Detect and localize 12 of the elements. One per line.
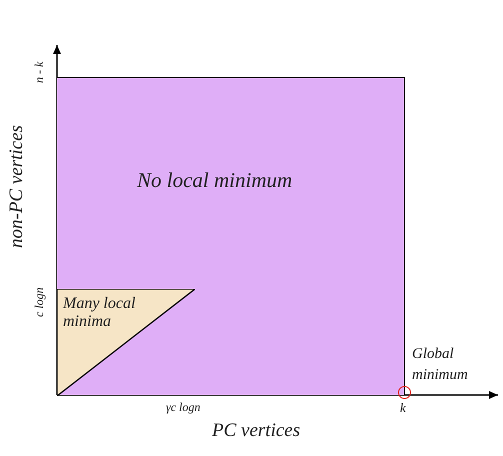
marker-caption: Global minimum: [412, 345, 469, 385]
region-label: Many local minima: [63, 295, 136, 332]
axis-title: non-PC vertices: [6, 125, 28, 248]
axis-title: PC vertices: [212, 420, 300, 442]
region-triangle: [57, 289, 195, 396]
region-rectangle: [57, 77, 405, 395]
tick-label: γc logn: [166, 400, 200, 415]
tick-label: n - k: [32, 62, 47, 83]
region-label: No local minimum: [137, 168, 292, 193]
tick-label: c logn: [32, 287, 47, 317]
marker-circle: [398, 386, 411, 399]
tick-label: k: [400, 400, 406, 416]
